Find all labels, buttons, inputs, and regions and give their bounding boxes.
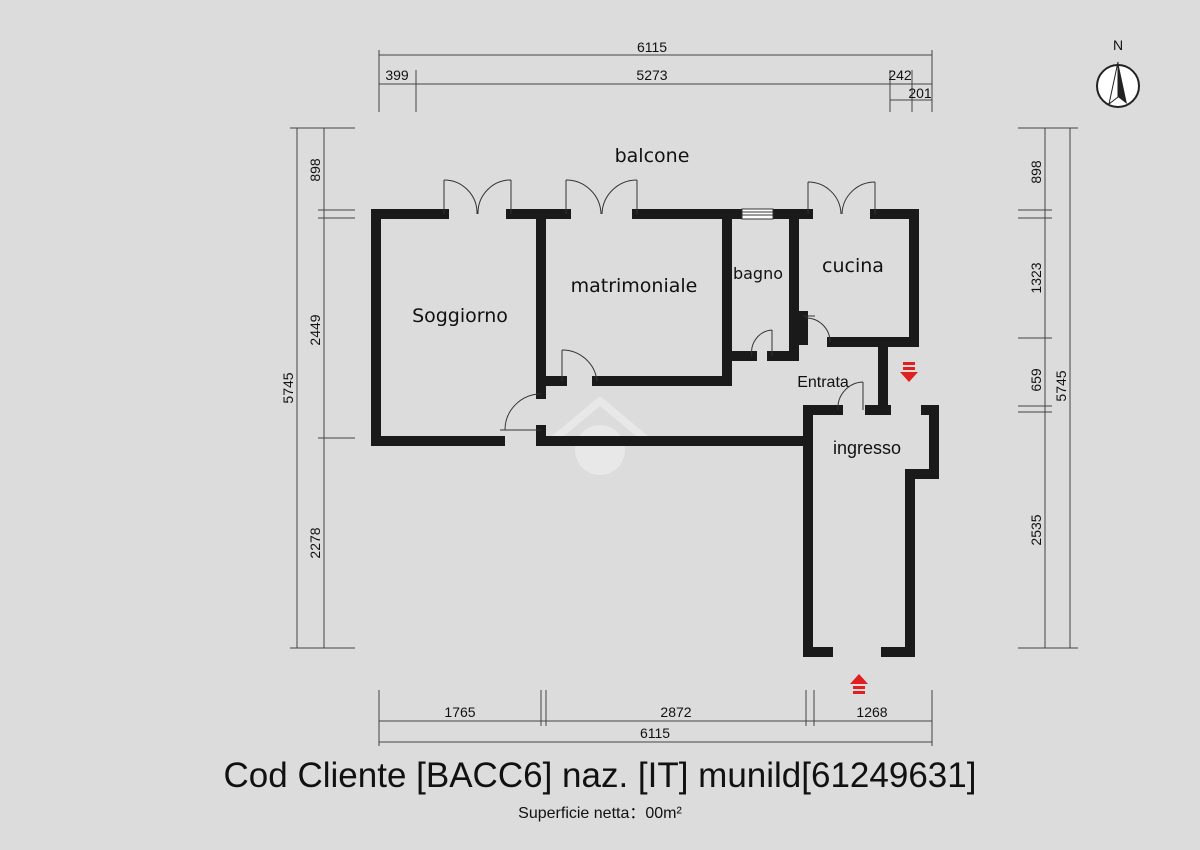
room-labels: balcone Soggiorno matrimoniale bagno cuc… bbox=[412, 145, 901, 458]
room-label-matrimoniale: matrimoniale bbox=[571, 275, 698, 297]
footer-subtitle: Superficie netta：00m² bbox=[518, 805, 682, 822]
room-label-balcone: balcone bbox=[615, 145, 690, 167]
dim-right-total: 5745 bbox=[1053, 370, 1069, 401]
dim-left-3: 2278 bbox=[307, 527, 323, 558]
compass-icon: N bbox=[1096, 37, 1140, 108]
room-label-soggiorno: Soggiorno bbox=[412, 305, 508, 327]
compass-label: N bbox=[1113, 37, 1123, 53]
ingresso-door-icon bbox=[837, 381, 864, 411]
dim-bottom-3: 1268 bbox=[856, 704, 887, 720]
bagno-door-icon bbox=[751, 329, 773, 357]
dim-top-3: 242 bbox=[888, 67, 912, 83]
walls bbox=[371, 209, 939, 657]
watermark-logo bbox=[552, 396, 648, 475]
room-label-entrata: Entrata bbox=[797, 374, 849, 391]
dim-bottom-total: 6115 bbox=[640, 725, 670, 741]
dim-right-3: 659 bbox=[1028, 368, 1044, 392]
room-label-cucina: cucina bbox=[822, 255, 884, 277]
dim-right-2: 1323 bbox=[1028, 262, 1044, 293]
footer-title: Cod Cliente [BACC6] naz. [IT] munild[612… bbox=[223, 756, 977, 795]
room-label-bagno: bagno bbox=[733, 264, 783, 283]
dim-bottom-2: 2872 bbox=[660, 704, 691, 720]
left-dimensions: 5745 898 2449 2278 bbox=[280, 127, 355, 649]
dim-top-2: 5273 bbox=[636, 67, 667, 83]
balcony-door-3-icon bbox=[807, 181, 876, 215]
dim-right-4: 2535 bbox=[1028, 514, 1044, 545]
dim-left-1: 898 bbox=[307, 158, 323, 182]
right-dimensions: 898 1323 659 5745 2535 bbox=[1018, 127, 1078, 649]
dim-top-1: 399 bbox=[385, 67, 409, 83]
entrance-arrow-up-icon bbox=[850, 674, 868, 694]
bottom-dimensions: 1765 2872 1268 6115 bbox=[378, 690, 933, 746]
matrimoniale-door-icon bbox=[561, 349, 598, 382]
dim-top-total: 6115 bbox=[637, 39, 667, 55]
dim-right-1: 898 bbox=[1028, 160, 1044, 184]
top-dimensions: 6115 399 5273 242 201 bbox=[378, 39, 933, 112]
entrance-arrow-down-icon bbox=[900, 362, 918, 382]
dim-bottom-1: 1765 bbox=[444, 704, 475, 720]
balcony-door-1-icon bbox=[443, 179, 512, 215]
window-icon bbox=[741, 208, 774, 220]
soggiorno-door-icon bbox=[500, 393, 542, 431]
cucina-door-icon bbox=[803, 315, 831, 343]
dim-left-total: 5745 bbox=[280, 372, 296, 403]
room-label-ingresso: ingresso bbox=[833, 438, 901, 458]
dim-left-2: 2449 bbox=[307, 314, 323, 345]
balcony-door-2-icon bbox=[565, 179, 638, 215]
dim-top-4: 201 bbox=[908, 85, 932, 101]
